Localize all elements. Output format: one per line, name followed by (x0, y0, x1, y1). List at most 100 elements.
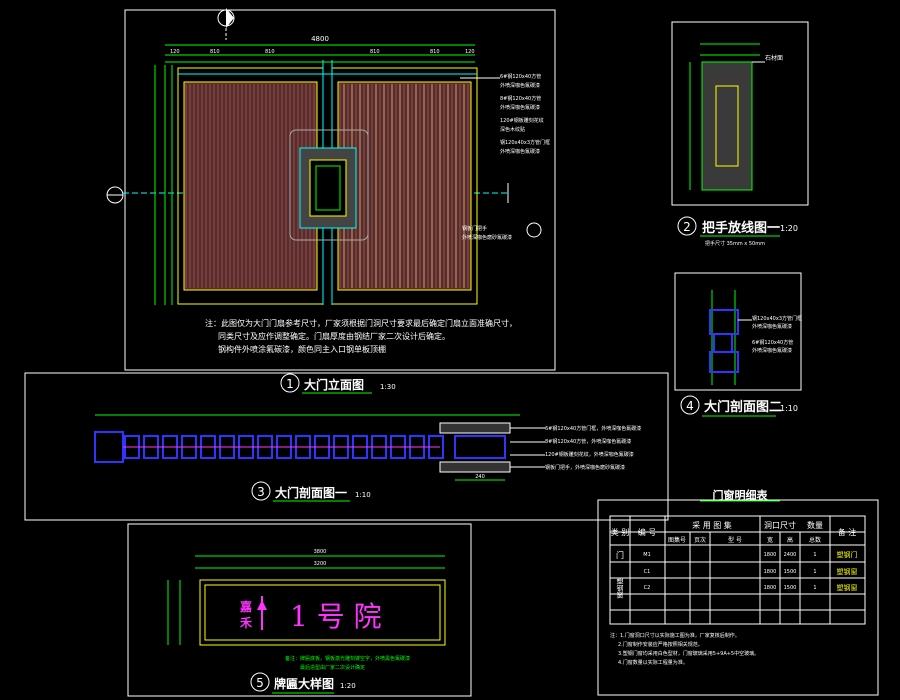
svg-text:1:10: 1:10 (780, 404, 798, 413)
door-table-frame (597, 499, 879, 696)
svg-text:备注：牌匾底板，钢板激光雕刻镂空字，外喷黑色氟碳漆: 备注：牌匾底板，钢板激光雕刻镂空字，外喷黑色氟碳漆 (285, 655, 410, 662)
svg-text:1800: 1800 (764, 569, 777, 575)
svg-text:图集号: 图集号 (668, 536, 686, 544)
svg-text:1:30: 1:30 (380, 383, 396, 391)
svg-text:门: 门 (616, 550, 624, 560)
elevation-title: 1 大门立面图 1:30 (280, 373, 396, 394)
svg-text:外喷深咖色氟碳漆: 外喷深咖色氟碳漆 (500, 104, 540, 111)
svg-text:1500: 1500 (784, 585, 797, 591)
svg-text:备 注: 备 注 (838, 527, 857, 537)
svg-text:2400: 2400 (784, 552, 797, 558)
svg-text:1: 1 (286, 377, 294, 391)
svg-text:洞口尺寸: 洞口尺寸 (764, 520, 796, 530)
svg-text:大门剖面图二: 大门剖面图二 (704, 399, 782, 415)
elevation-callouts: 6#钢120x40方管 外喷深咖色氟碳漆 8#钢120x40方管 外喷深咖色氟碳… (460, 73, 550, 241)
svg-text:120: 120 (170, 49, 180, 55)
svg-text:塑钢窗: 塑钢窗 (837, 567, 858, 576)
svg-text:4800: 4800 (311, 35, 329, 43)
svg-text:编 号: 编 号 (638, 527, 657, 537)
elevation-left-dimensions (154, 65, 173, 305)
svg-text:页次: 页次 (694, 536, 706, 544)
svg-text:外喷深咖色氟碳漆: 外喷深咖色氟碳漆 (500, 82, 540, 89)
svg-text:宽: 宽 (767, 536, 773, 544)
svg-text:8#钢120x40方管: 8#钢120x40方管 (500, 95, 541, 102)
svg-text:120#钢板雕刻花纹: 120#钢板雕刻花纹 (500, 117, 544, 124)
svg-text:钢120x40x3方管门框: 钢120x40x3方管门框 (752, 315, 802, 322)
svg-text:M1: M1 (643, 552, 651, 558)
plaque-drawing: 3800 3200 嘉 禾 1 号 院 备注：牌匾底板，钢板激光雕刻镂空字，外喷… (167, 549, 446, 671)
svg-text:810: 810 (265, 49, 275, 55)
svg-text:C1: C1 (644, 569, 651, 575)
svg-text:6#钢120x40方管门框，外喷深咖色氟碳漆: 6#钢120x40方管门框，外喷深咖色氟碳漆 (545, 425, 641, 432)
svg-text:钢板门把手，外喷深咖色磨砂氟碳漆: 钢板门把手，外喷深咖色磨砂氟碳漆 (545, 464, 625, 471)
svg-text:6#钢120x40方管: 6#钢120x40方管 (752, 339, 793, 346)
plaque-frame (127, 523, 472, 697)
elevation-top-dimensions: 4800 120 810 810 810 810 120 (165, 35, 475, 63)
table-row: C1 1800 1500 1 塑钢窗 (644, 567, 858, 576)
svg-text:大门立面图: 大门立面图 (304, 377, 364, 392)
svg-text:120#钢板雕刻花纹，外喷深咖色氟碳漆: 120#钢板雕刻花纹，外喷深咖色氟碳漆 (545, 451, 634, 458)
svg-text:1: 1 (813, 569, 816, 575)
handle-title: 2 把手放线图一 1:20 把手尺寸 35mm x 50mm (677, 216, 798, 247)
svg-text:外喷深咖色氟碳漆: 外喷深咖色氟碳漆 (752, 323, 792, 330)
svg-text:把手放线图一: 把手放线图一 (702, 220, 780, 236)
section2-title: 4 大门剖面图二 1:10 (680, 395, 798, 417)
gate-slats (185, 84, 469, 288)
svg-text:1800: 1800 (764, 585, 777, 591)
door-table: 门窗明细表 类 别 编 号 采 用 图 集 洞口尺寸 数量 备 注 图集号 页次… (609, 488, 866, 666)
svg-text:C2: C2 (644, 585, 651, 591)
section-marker-top (217, 8, 235, 40)
svg-text:810: 810 (430, 49, 440, 55)
svg-text:嘉: 嘉 (239, 599, 252, 614)
svg-text:门窗明细表: 门窗明细表 (713, 488, 769, 502)
svg-text:把手尺寸 35mm x 50mm: 把手尺寸 35mm x 50mm (705, 240, 765, 247)
svg-text:钢120x40x3方管门框: 钢120x40x3方管门框 (500, 139, 550, 146)
table-row: C2 1800 1500 1 塑钢窗 (644, 583, 858, 592)
svg-text:6#钢120x40方管: 6#钢120x40方管 (500, 73, 541, 80)
svg-text:1:20: 1:20 (780, 224, 798, 233)
section2-drawing: 钢120x40x3方管门框 外喷深咖色氟碳漆 6#钢120x40方管 外喷深咖色… (709, 290, 802, 385)
section2-frame (674, 272, 802, 391)
svg-text:8#钢120x40方管，外喷深咖色氟碳漆: 8#钢120x40方管，外喷深咖色氟碳漆 (545, 438, 631, 445)
svg-text:1: 1 (813, 552, 816, 558)
section1-frame (24, 372, 669, 521)
svg-text:外喷深咖色氟碳漆: 外喷深咖色氟碳漆 (500, 148, 540, 155)
svg-text:1: 1 (813, 585, 816, 591)
svg-text:注：此图仅为大门门扇参考尺寸，厂家须根据门洞尺寸要求最后确定: 注：此图仅为大门门扇参考尺寸，厂家须根据门洞尺寸要求最后确定门扇立面准确尺寸， (205, 318, 517, 328)
svg-text:4: 4 (686, 399, 694, 413)
handle-drawing: 石材面 (689, 43, 783, 191)
svg-text:牌匾大样图: 牌匾大样图 (274, 676, 334, 691)
svg-text:2: 2 (683, 220, 691, 234)
svg-text:钢构件外喷涂氟碳漆，颜色同主入口钢单板顶棚: 钢构件外喷涂氟碳漆，颜色同主入口钢单板顶棚 (218, 344, 386, 354)
svg-text:塑钢门: 塑钢门 (837, 550, 858, 559)
elevation-notes: 注：此图仅为大门门扇参考尺寸，厂家须根据门洞尺寸要求最后确定门扇立面准确尺寸， … (205, 318, 517, 354)
svg-text:深色木纹贴: 深色木纹贴 (500, 126, 525, 133)
svg-text:1:10: 1:10 (355, 491, 371, 499)
svg-text:810: 810 (210, 49, 220, 55)
svg-text:型 号: 型 号 (728, 536, 742, 544)
svg-text:1800: 1800 (764, 552, 777, 558)
svg-text:2.门窗制作安装应严格按照相关规范。: 2.门窗制作安装应严格按照相关规范。 (618, 641, 703, 648)
svg-text:240: 240 (475, 474, 485, 480)
svg-text:塑钢窗: 塑钢窗 (837, 583, 858, 592)
svg-text:外喷深咖色磨砂氟碳漆: 外喷深咖色磨砂氟碳漆 (462, 234, 512, 241)
svg-text:810: 810 (370, 49, 380, 55)
svg-text:同类尺寸及应作调整确定。门扇厚度由钢结厂家二次设计后确定。: 同类尺寸及应作调整确定。门扇厚度由钢结厂家二次设计后确定。 (218, 331, 450, 341)
gate-handle-ornament (299, 147, 357, 229)
svg-text:1 号 院: 1 号 院 (290, 600, 382, 633)
svg-text:4.门窗数量以实际工程量为准。: 4.门窗数量以实际工程量为准。 (618, 659, 688, 666)
svg-text:3200: 3200 (314, 561, 327, 567)
svg-text:总数: 总数 (809, 536, 821, 544)
svg-text:3.塑钢门窗均采用白色型材，门窗玻璃采用5+9A+5中空玻璃: 3.塑钢门窗均采用白色型材，门窗玻璃采用5+9A+5中空玻璃。 (618, 650, 759, 657)
svg-text:塑钢窗: 塑钢窗 (616, 577, 624, 600)
svg-text:注：1.门窗洞口尺寸以实际施工图为准，厂家复核后制作。: 注：1.门窗洞口尺寸以实际施工图为准，厂家复核后制作。 (610, 632, 740, 639)
svg-text:石材面: 石材面 (765, 54, 783, 62)
svg-text:外喷深咖色氟碳漆: 外喷深咖色氟碳漆 (752, 347, 792, 354)
svg-text:5: 5 (256, 676, 264, 690)
svg-text:1500: 1500 (784, 569, 797, 575)
svg-text:最后造型由厂家二次设计确定: 最后造型由厂家二次设计确定 (300, 664, 365, 671)
svg-text:采 用 图 集: 采 用 图 集 (692, 520, 732, 530)
plaque-title: 5 牌匾大样图 1:20 (250, 672, 356, 694)
svg-text:高: 高 (787, 536, 793, 544)
